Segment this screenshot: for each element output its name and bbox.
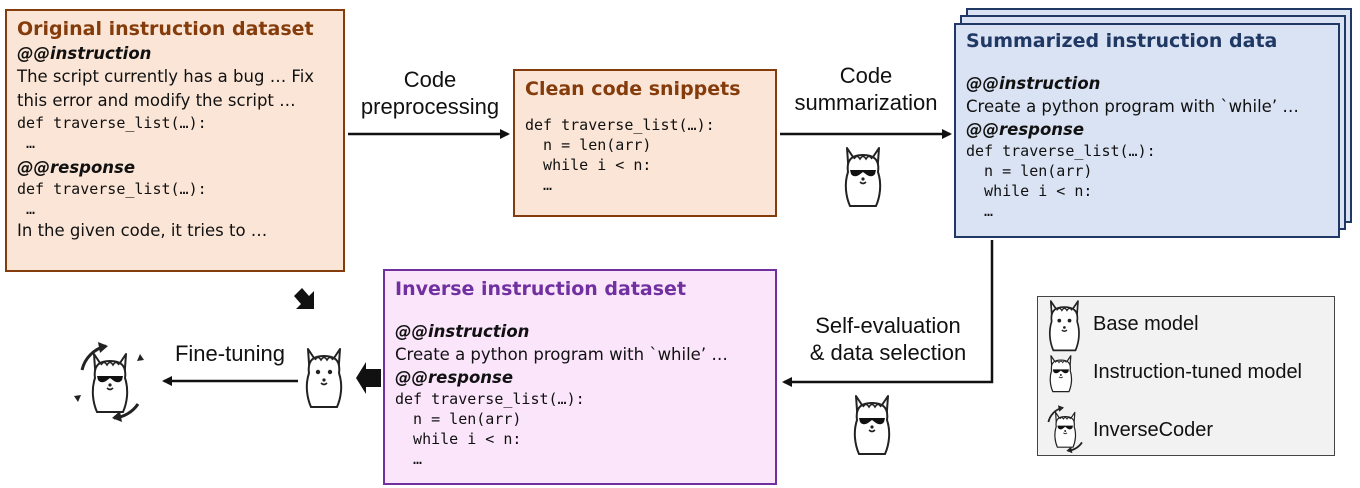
inverse-code-line: while i < n: xyxy=(395,430,522,448)
inverse-instruction-text: Create a python program with `while’ … xyxy=(395,345,728,364)
inverse-code-line: def traverse_list(…): xyxy=(395,390,585,408)
summarized-code-line: while i < n: xyxy=(966,182,1093,200)
clean-code-line: def traverse_list(…): xyxy=(525,116,715,134)
summarized-instruction-text: Create a python program with `while’ … xyxy=(966,97,1299,116)
selfeval-label-line2: & data selection xyxy=(809,340,967,365)
finetuning-label: Fine-tuning xyxy=(174,341,286,366)
original-code-line2: … xyxy=(17,134,36,152)
clean-code-line: … xyxy=(525,176,553,194)
summarization-label: Code summarization xyxy=(778,62,954,116)
original-response-code1: def traverse_list(…): xyxy=(17,180,207,198)
clean-code-line: while i < n: xyxy=(525,156,652,174)
legend-label-base: Base model xyxy=(1093,313,1199,335)
summarized-instruction-tag: @@instruction xyxy=(966,74,1101,93)
selfeval-label-line1: Self-evaluation xyxy=(815,313,961,338)
original-dataset-title: Original instruction dataset xyxy=(17,18,314,40)
clean-snippets-title: Clean code snippets xyxy=(525,78,741,100)
original-instruction-tag: @@instruction xyxy=(17,44,152,63)
original-dataset-box: Original instruction dataset @@instructi… xyxy=(5,9,345,272)
llama-sunglasses-icon xyxy=(855,396,889,454)
summarized-response-tag: @@response xyxy=(966,120,1085,139)
block-arrow-diagonal xyxy=(294,288,314,309)
inverse-title: Inverse instruction dataset xyxy=(395,278,687,300)
preprocessing-label-line1: Code xyxy=(403,67,457,92)
preprocessing-label: Code preprocessing xyxy=(346,66,514,120)
clean-code-line: n = len(arr) xyxy=(525,136,652,154)
summarized-title: Summarized instruction data xyxy=(966,30,1278,52)
original-response-text: In the given code, it tries to … xyxy=(17,221,268,240)
legend-label-instruction-tuned: Instruction-tuned model xyxy=(1093,361,1303,383)
preprocessing-label-line2: preprocessing xyxy=(360,94,500,119)
summarized-code-line: … xyxy=(966,202,994,220)
inverse-response-tag: @@response xyxy=(395,368,514,387)
llama-base-icon xyxy=(307,349,341,407)
summarized-code-line: def traverse_list(…): xyxy=(966,142,1156,160)
original-code-line1: def traverse_list(…): xyxy=(17,114,207,132)
inverse-instruction-tag: @@instruction xyxy=(395,322,530,341)
summarized-data-box: Summarized instruction data @@instructio… xyxy=(954,23,1340,238)
inversecoder-cycle-icon xyxy=(74,342,144,422)
block-arrow-left xyxy=(356,362,381,394)
inverse-code-line: n = len(arr) xyxy=(395,410,522,428)
inverse-code-line: … xyxy=(395,450,423,468)
summarization-label-line2: summarization xyxy=(794,90,938,115)
llama-sunglasses-icon xyxy=(846,148,880,206)
original-instruction-line2: this error and modify the script … xyxy=(17,91,296,110)
inverse-dataset-box: Inverse instruction dataset @@instructio… xyxy=(383,269,777,485)
original-response-code2: … xyxy=(17,200,36,218)
legend-label-inversecoder: InverseCoder xyxy=(1093,419,1214,441)
legend-box: Base model Instruction-tuned model Inver… xyxy=(1037,296,1335,456)
clean-snippets-box: Clean code snippets def traverse_list(…)… xyxy=(513,69,777,217)
summarized-code-line: n = len(arr) xyxy=(966,162,1093,180)
selfeval-label: Self-evaluation & data selection xyxy=(788,312,988,366)
original-response-tag: @@response xyxy=(17,158,136,177)
summarization-label-line1: Code xyxy=(839,63,893,88)
original-instruction-line1: The script currently has a bug … Fix xyxy=(17,67,315,86)
